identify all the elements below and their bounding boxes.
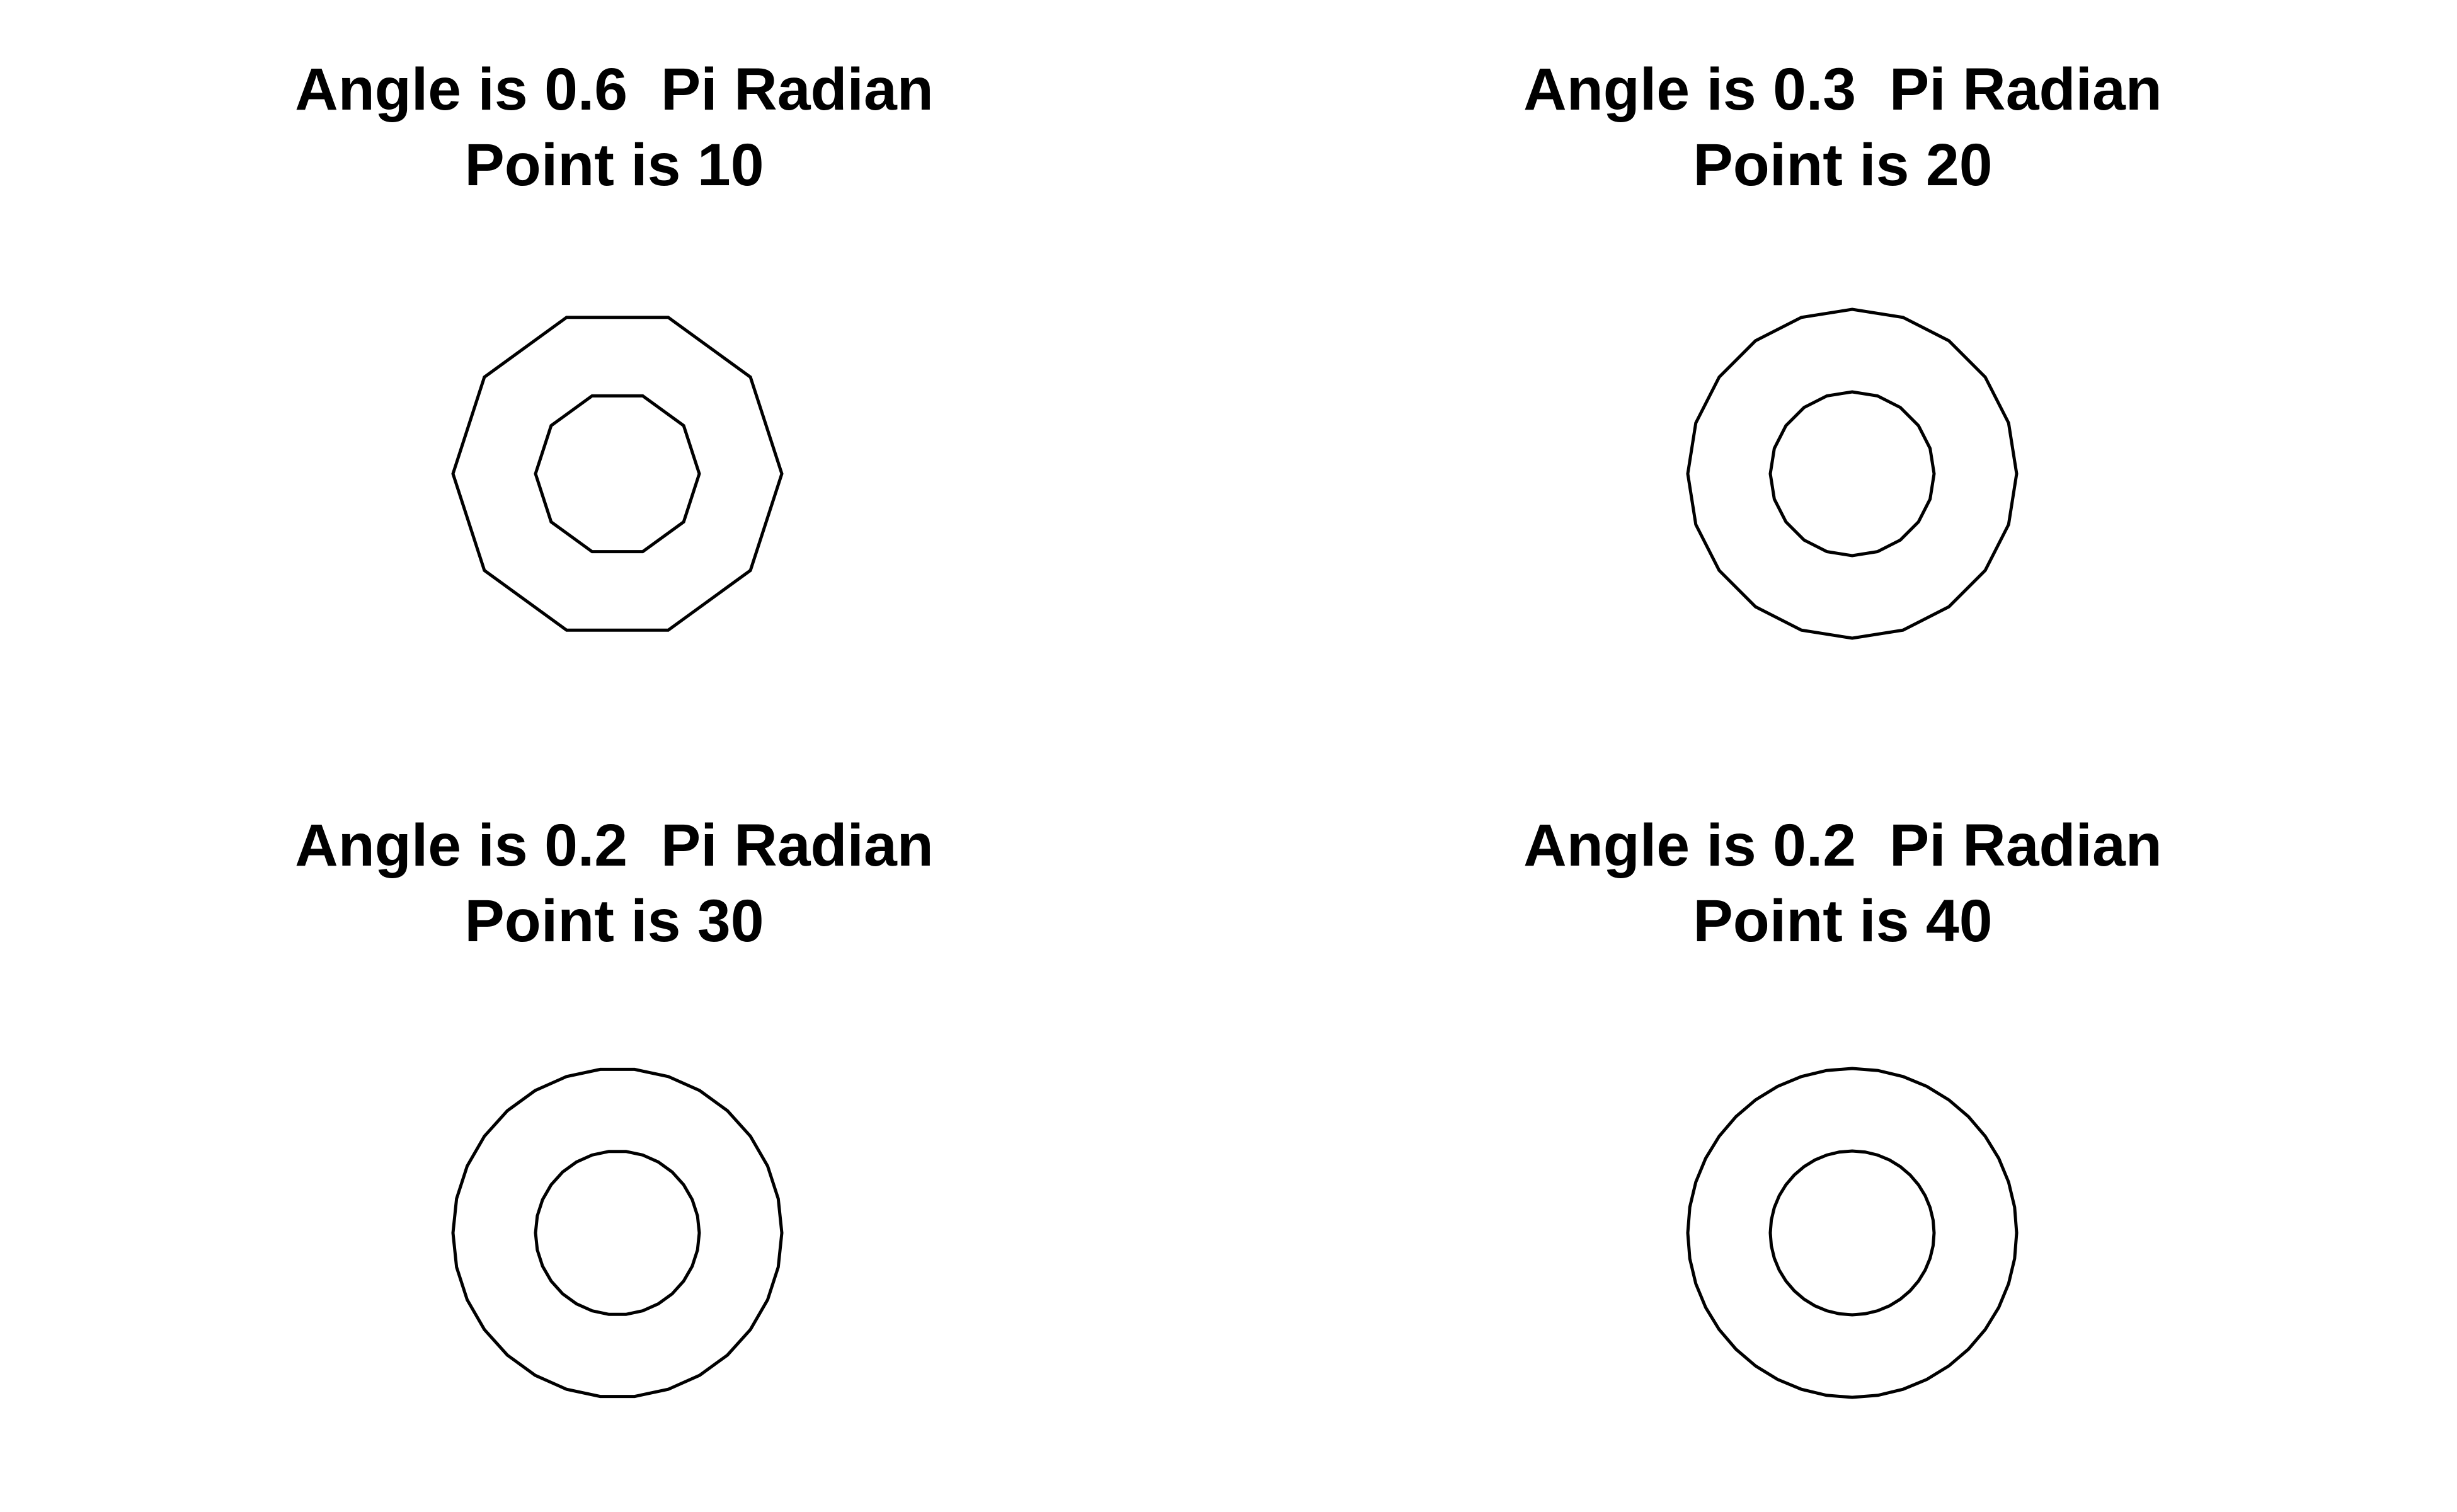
panel-title-angle: Angle is 0.6 Pi Radian [295,56,934,123]
inner-polygon-10-points [534,394,701,554]
outer-polygon-20-points [1686,307,2019,640]
inner-polygon-20-points [1768,390,1936,558]
panel-points-20: Angle is 0.3 Pi Radian Point is 20 [1228,0,2457,756]
panel-title-points: Point is 10 [464,132,764,198]
panel-points-10: Angle is 0.6 Pi Radian Point is 10 [0,0,1228,756]
panel-points-30: Angle is 0.2 Pi Radian Point is 30 [0,756,1228,1512]
outer-polygon-40-points [1686,1067,2019,1399]
inner-polygon-40-points [1768,1149,1936,1317]
panel-title-angle: Angle is 0.2 Pi Radian [1523,812,2162,879]
outer-polygon-30-points [451,1067,784,1399]
panel-title-points: Point is 30 [464,888,764,954]
panel-title-points: Point is 40 [1693,888,1993,954]
inner-polygon-30-points [534,1150,701,1316]
panel-points-40: Angle is 0.2 Pi Radian Point is 40 [1228,756,2457,1512]
panel-title-angle: Angle is 0.3 Pi Radian [1523,56,2162,123]
panel-title-points: Point is 20 [1693,132,1993,198]
panel-title-angle: Angle is 0.2 Pi Radian [295,812,934,879]
outer-polygon-10-points [451,316,784,632]
